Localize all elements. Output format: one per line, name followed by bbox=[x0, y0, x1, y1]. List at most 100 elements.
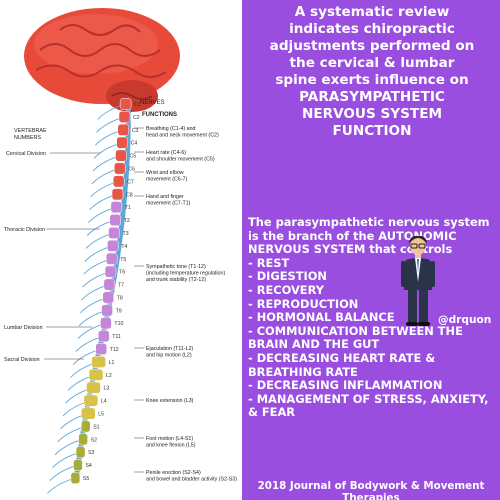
vertebra-t1 bbox=[110, 201, 123, 214]
citation: 2018 Journal of Bodywork & Movement Ther… bbox=[257, 480, 485, 500]
list-item-stress: - MANAGEMENT OF STRESS, ANXIETY, & FEAR bbox=[248, 391, 489, 420]
vertebra-label-t7: T7 bbox=[118, 283, 124, 289]
vertebra-label-c1: C1 bbox=[134, 102, 141, 108]
headline-line-4: the cervical & lumbar bbox=[289, 55, 455, 71]
vertebra-label-s3: S3 bbox=[88, 450, 94, 456]
function-label-6-line-1: Ejaculation (T11-L2) bbox=[146, 346, 194, 352]
headline-line-2: indicates chiropractic bbox=[289, 21, 455, 37]
function-label-5-line-3: and trunk stability (T2-12) bbox=[146, 277, 206, 283]
functions-header: FUNCTIONS bbox=[142, 112, 177, 118]
vertebra-label-c7: C7 bbox=[127, 179, 134, 185]
vertebra-label-l2: L2 bbox=[106, 373, 112, 379]
function-label-6-line-2: and hip motion (L2) bbox=[146, 352, 192, 358]
function-brackets bbox=[134, 127, 144, 473]
cervical-division-label: Cervical Division bbox=[6, 151, 46, 157]
function-label-4-line-1: Hand and finger bbox=[146, 194, 184, 200]
vertebra-c2 bbox=[118, 110, 131, 123]
vertebra-label-s1: S1 bbox=[93, 424, 99, 430]
vertebra-t6 bbox=[104, 265, 117, 278]
vertebra-t8 bbox=[102, 291, 114, 304]
vertebra-label-t3: T3 bbox=[123, 231, 129, 237]
vertebral-column: C1C2C3C4C5C6C7C8T1T2T3T4T5T6T7T8T9T10T11… bbox=[70, 98, 141, 484]
vertebra-label-t12: T12 bbox=[110, 347, 119, 353]
vertebra-label-s4: S4 bbox=[85, 463, 91, 469]
vertebra-label-t10: T10 bbox=[114, 321, 123, 327]
vertebra-s4 bbox=[73, 459, 83, 472]
vertebra-l1 bbox=[91, 355, 106, 368]
vertebra-label-s2: S2 bbox=[91, 437, 97, 443]
function-label-9-line-2: and bowel and bladder activity (S2-S3) bbox=[146, 476, 237, 482]
list-item-heart-rate: - DECREASING HEART RATE & BREATHING RATE bbox=[248, 350, 436, 379]
vertebra-c4 bbox=[116, 136, 128, 149]
vertebra-s1 bbox=[80, 420, 91, 433]
vertebra-label-s5: S5 bbox=[83, 476, 89, 482]
headline: A systematic review indicates chiropract… bbox=[246, 4, 498, 140]
vertebra-label-t1: T1 bbox=[125, 205, 131, 211]
function-label-1-line-2: head and neck movement (C2) bbox=[146, 132, 219, 138]
vertebra-label-l3: L3 bbox=[103, 386, 109, 392]
vertebra-c8 bbox=[111, 188, 124, 201]
info-panel: A systematic review indicates chiropract… bbox=[242, 0, 500, 500]
function-label-3-line-1: Wrist and elbow bbox=[146, 170, 184, 176]
headline-emphasis-3: FUNCTION bbox=[332, 123, 412, 139]
vertebra-label-c4: C4 bbox=[131, 141, 138, 147]
function-label-3-line-2: movement (C6-7) bbox=[146, 176, 187, 182]
list-item-brain-gut: - COMMUNICATION BETWEEN THE BRAIN AND TH… bbox=[248, 323, 463, 352]
headline-line-1: A systematic review bbox=[294, 4, 450, 20]
vertebra-s5 bbox=[70, 472, 81, 484]
vertebra-label-c5: C5 bbox=[129, 154, 136, 160]
vertebra-label-l1: L1 bbox=[109, 360, 115, 366]
vertebra-t2 bbox=[109, 214, 121, 227]
list-item-reproduction: - REPRODUCTION bbox=[248, 296, 359, 311]
vertebra-l4 bbox=[83, 394, 99, 407]
headline-emphasis-2: NERVOUS SYSTEM bbox=[301, 106, 443, 122]
vertebra-label-t2: T2 bbox=[124, 218, 130, 224]
list-item-inflammation: - DECREASING INFLAMMATION bbox=[248, 378, 443, 393]
vertebra-s3 bbox=[75, 446, 86, 459]
headline-line-5: spine exerts influence on bbox=[275, 72, 469, 88]
nerves-header: NERVES bbox=[140, 100, 165, 106]
function-label-4-line-2: movement (C7-T1) bbox=[146, 200, 191, 206]
vertebra-c7 bbox=[112, 175, 125, 188]
sacral-division-label: Sacral Division bbox=[4, 357, 40, 363]
function-label-2-line-2: and shoulder movement (C5) bbox=[146, 156, 215, 162]
vertebra-label-t4: T4 bbox=[121, 244, 127, 250]
vertebra-c5 bbox=[115, 149, 127, 162]
vertebra-t5 bbox=[105, 252, 118, 265]
vertebra-t11 bbox=[98, 330, 110, 343]
thoracic-division-label: Thoracic Division bbox=[4, 227, 45, 233]
vertebra-label-c3: C3 bbox=[132, 128, 139, 134]
vertebra-label-c2: C2 bbox=[133, 115, 140, 121]
vertebra-label-t8: T8 bbox=[117, 295, 123, 301]
headline-emphasis-1: PARASYMPATHETIC bbox=[299, 89, 445, 105]
vertebra-t10 bbox=[100, 317, 112, 330]
lumbar-division-label: Lumbar Division bbox=[4, 325, 43, 331]
vertebra-t4 bbox=[107, 239, 119, 252]
author-handle: @drquon bbox=[438, 314, 492, 326]
doctor-avatar bbox=[401, 236, 435, 326]
vertebra-label-t9: T9 bbox=[116, 308, 122, 314]
vertebra-l2 bbox=[88, 368, 104, 381]
brain-illustration bbox=[24, 8, 180, 112]
spinal-nerves-diagram: C1C2C3C4C5C6C7C8T1T2T3T4T5T6T7T8T9T10T11… bbox=[4, 8, 237, 494]
vertebra-l5 bbox=[81, 407, 96, 420]
vertebra-l3 bbox=[86, 381, 101, 394]
vertebra-label-c6: C6 bbox=[128, 166, 135, 172]
list-item-hormonal-balance: - HORMONAL BALANCE bbox=[248, 310, 395, 325]
vertebra-t7 bbox=[103, 278, 116, 291]
vertebra-s2 bbox=[78, 433, 88, 446]
vertebra-label-t11: T11 bbox=[112, 334, 121, 340]
vertebrae-numbers-label-1: VERTEBRAE bbox=[14, 128, 47, 134]
vertebra-label-l4: L4 bbox=[101, 399, 107, 405]
vertebra-c3 bbox=[117, 123, 130, 136]
intro-text: The parasympathetic nervous system is th… bbox=[248, 215, 490, 257]
vertebra-c6 bbox=[114, 162, 126, 175]
function-label-2-line-1: Heart rate (C4-6) bbox=[146, 150, 186, 156]
vertebra-label-c8: C8 bbox=[126, 192, 133, 198]
function-label-8-line-2: and knee flexion (L5) bbox=[146, 442, 196, 448]
vertebra-label-t5: T5 bbox=[120, 257, 126, 263]
function-label-1-line-1: Breathing (C1-4) and bbox=[146, 126, 196, 132]
vertebra-t12 bbox=[95, 343, 107, 355]
